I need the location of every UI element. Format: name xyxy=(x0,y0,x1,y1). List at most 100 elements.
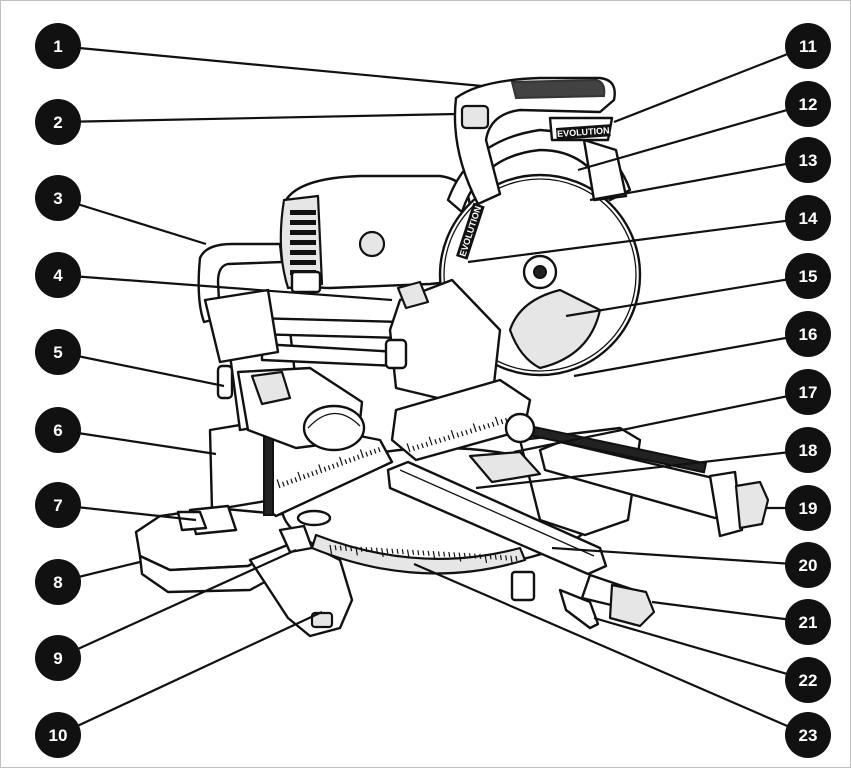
callout-circle-23 xyxy=(785,712,831,758)
callout-circle-20 xyxy=(785,542,831,588)
callout-number-13: 13 xyxy=(799,151,818,170)
callout-number-19: 19 xyxy=(799,499,818,518)
callout-number-7: 7 xyxy=(53,496,62,515)
callout-number-11: 11 xyxy=(799,37,817,56)
callout-circle-16 xyxy=(785,311,831,357)
callout-badge-7: 7 xyxy=(35,482,81,528)
callout-number-14: 14 xyxy=(799,209,818,228)
leader-line-9 xyxy=(57,548,297,660)
callout-circle-3 xyxy=(35,175,81,221)
lower-blade-guard xyxy=(508,288,602,370)
upper-blade-guard xyxy=(446,128,632,214)
mitre-saw-illustration: EVOLUTION EVOLUTION xyxy=(134,76,770,638)
callout-number-16: 16 xyxy=(799,325,818,344)
callout-badge-4: 4 xyxy=(35,252,81,298)
callout-badge-5: 5 xyxy=(35,329,81,375)
callout-badge-21: 21 xyxy=(785,599,831,645)
callout-badge-22: 22 xyxy=(785,657,831,703)
callout-badge-3: 3 xyxy=(35,175,81,221)
callout-circle-5 xyxy=(35,329,81,375)
callout-number-4: 4 xyxy=(53,266,63,285)
callout-circle-18 xyxy=(785,427,831,473)
rear-carry-handle xyxy=(197,242,284,324)
motor-foot xyxy=(290,270,322,294)
fence-scale-ticks xyxy=(276,447,381,489)
leader-line-12 xyxy=(577,102,809,172)
leader-line-11 xyxy=(613,44,809,124)
extension-end-post xyxy=(708,470,744,538)
callout-badge-1: 1 xyxy=(35,23,81,69)
callout-circle-7 xyxy=(35,482,81,528)
callout-number-15: 15 xyxy=(799,267,818,286)
callout-number-20: 20 xyxy=(799,556,818,575)
mitre-scale-ticks xyxy=(329,544,518,565)
main-handle xyxy=(453,76,616,206)
callout-circle-11 xyxy=(785,23,831,69)
bevel-stop-pin xyxy=(216,364,234,400)
leader-line-21 xyxy=(651,600,809,624)
callout-circle-8 xyxy=(35,559,81,605)
callout-circle-21 xyxy=(785,599,831,645)
leader-line-13 xyxy=(589,158,809,202)
callout-badge-23: 23 xyxy=(785,712,831,758)
callout-badge-11: 11 xyxy=(785,23,831,69)
callout-number-21: 21 xyxy=(799,613,818,632)
callout-circle-1 xyxy=(35,23,81,69)
callout-badge-2: 2 xyxy=(35,99,81,145)
callout-circle-22 xyxy=(785,657,831,703)
callout-number-23: 23 xyxy=(799,726,818,745)
base-bevel-detent xyxy=(278,524,314,554)
front-lock-knob xyxy=(608,583,656,628)
rail-lock-knob xyxy=(734,480,770,530)
laser-housing xyxy=(582,138,628,202)
leader-line-23 xyxy=(413,562,809,737)
head-lock-knob xyxy=(384,338,408,370)
callout-badge-15: 15 xyxy=(785,253,831,299)
callout-circle-15 xyxy=(785,253,831,299)
leader-line-16 xyxy=(573,332,809,378)
handle-brand-label: EVOLUTION xyxy=(556,124,611,140)
kerf-plate xyxy=(468,450,542,484)
callout-badge-10: 10 xyxy=(35,712,81,758)
callout-badge-9: 9 xyxy=(35,635,81,681)
callout-number-8: 8 xyxy=(53,573,62,592)
callout-circle-17 xyxy=(785,369,831,415)
leader-line-15 xyxy=(565,274,809,318)
callout-circle-2 xyxy=(35,99,81,145)
callout-number-2: 2 xyxy=(53,113,62,132)
callout-badge-12: 12 xyxy=(785,81,831,127)
leader-line-2 xyxy=(57,112,457,124)
leader-line-18 xyxy=(475,448,809,490)
callout-number-10: 10 xyxy=(49,726,68,745)
leader-line-10 xyxy=(57,611,323,736)
callout-circle-19 xyxy=(785,485,831,531)
mitre-scale-plate xyxy=(310,533,527,575)
callout-badge-20: 20 xyxy=(785,542,831,588)
leader-line-6 xyxy=(57,428,217,456)
leader-lines xyxy=(57,44,809,737)
leader-line-1 xyxy=(57,44,483,88)
callout-circle-12 xyxy=(785,81,831,127)
callout-badge-19: 19 xyxy=(785,485,831,531)
front-base-foot xyxy=(510,570,536,602)
leader-line-22 xyxy=(593,616,809,682)
handle-brand-text: EVOLUTION xyxy=(557,125,610,139)
callout-number-17: 17 xyxy=(799,383,818,402)
extension-arm xyxy=(386,460,608,576)
slide-rod-end xyxy=(504,412,536,444)
leader-line-5 xyxy=(57,350,225,388)
hold-down-tab xyxy=(176,510,208,532)
callout-circle-4 xyxy=(35,252,81,298)
leader-line-4 xyxy=(57,273,393,302)
leader-line-3 xyxy=(57,196,207,246)
motor-brush-cap xyxy=(358,230,386,258)
rear-slide-block xyxy=(203,288,280,364)
leader-line-20 xyxy=(551,546,809,567)
callout-badge-16: 16 xyxy=(785,311,831,357)
trigger-switch xyxy=(460,104,490,130)
callout-number-1: 1 xyxy=(53,37,62,56)
mitre-lever xyxy=(558,588,600,630)
callout-number-9: 9 xyxy=(53,649,62,668)
